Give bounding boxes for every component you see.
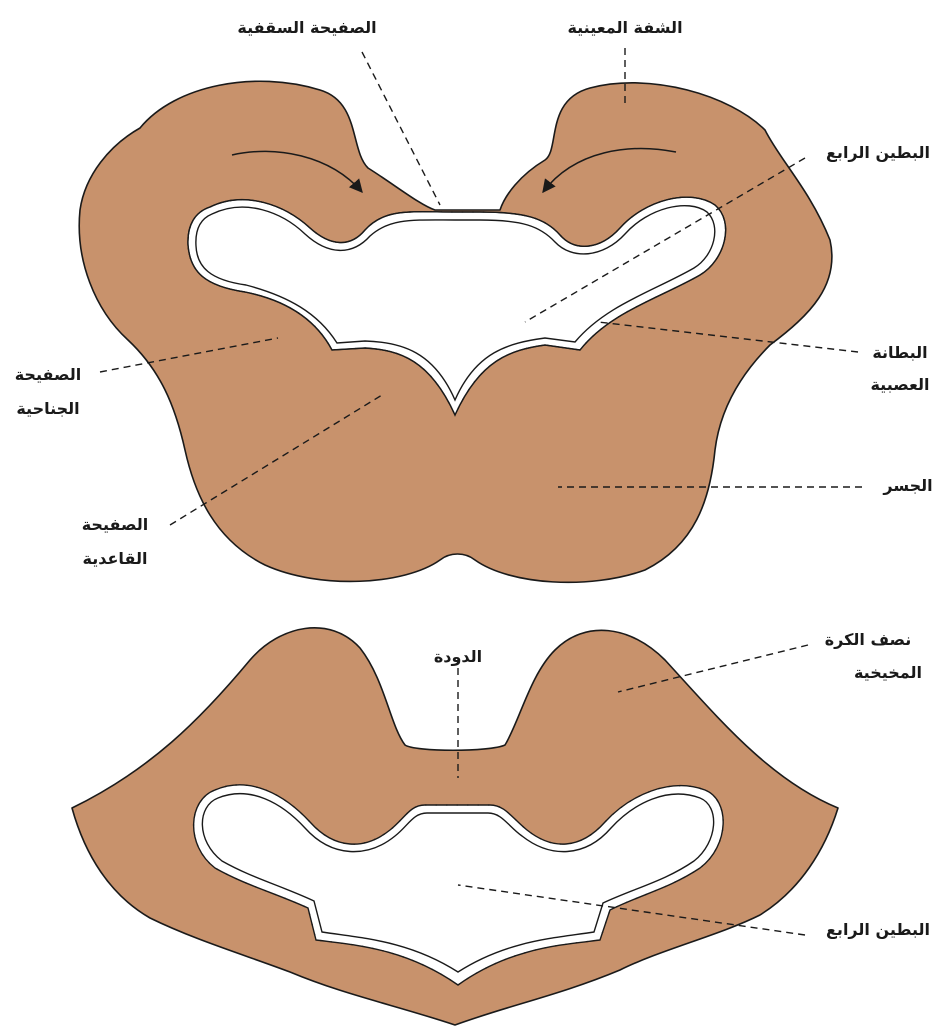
lower-section <box>71 627 839 1026</box>
left-lip-arrow <box>231 150 363 194</box>
lower-ependymal-border <box>201 793 715 973</box>
upper-section <box>78 80 833 584</box>
label-ependyma-line2: العصبية <box>870 375 929 394</box>
leader-fourth-ventricle-top <box>524 157 806 323</box>
label-rhombic-lip: الشفة المعينية <box>567 18 682 37</box>
label-fourth-ventricle-top: البطين الرابع <box>826 143 930 162</box>
leader-roof-plate <box>361 51 441 206</box>
leader-fourth-ventricle-bottom <box>457 884 806 936</box>
upper-ependymal-border <box>195 204 716 402</box>
label-alar-plate-line1: الصفيحة <box>15 365 82 384</box>
label-ependyma-line1: البطانة <box>872 343 927 362</box>
leader-lines <box>99 48 862 936</box>
label-alar-plate-line2: الجناحية <box>16 399 79 418</box>
upper-ependymal-layer <box>187 196 727 417</box>
label-roof-plate: الصفيحة السقفية <box>237 18 376 37</box>
labels: الصفيحة السقفية الشفة المعينية البطين ال… <box>15 18 933 939</box>
right-lip-arrow <box>542 147 677 194</box>
label-vermis: الدودة <box>434 647 482 666</box>
label-cerebellar-hemisphere-line2: المخيخية <box>854 663 922 682</box>
label-basal-plate-line2: القاعدية <box>83 549 148 568</box>
label-pons: الجسر <box>882 476 932 495</box>
label-fourth-ventricle-bottom: البطين الرابع <box>826 920 930 939</box>
leader-alar-plate <box>99 337 279 373</box>
label-basal-plate-line1: الصفيحة <box>82 515 149 534</box>
leader-cerebellar-hemisphere <box>617 644 809 693</box>
label-cerebellar-hemisphere-line1: نصف الكرة <box>825 630 912 649</box>
leader-ependyma <box>597 321 859 353</box>
leader-basal-plate <box>169 394 383 526</box>
